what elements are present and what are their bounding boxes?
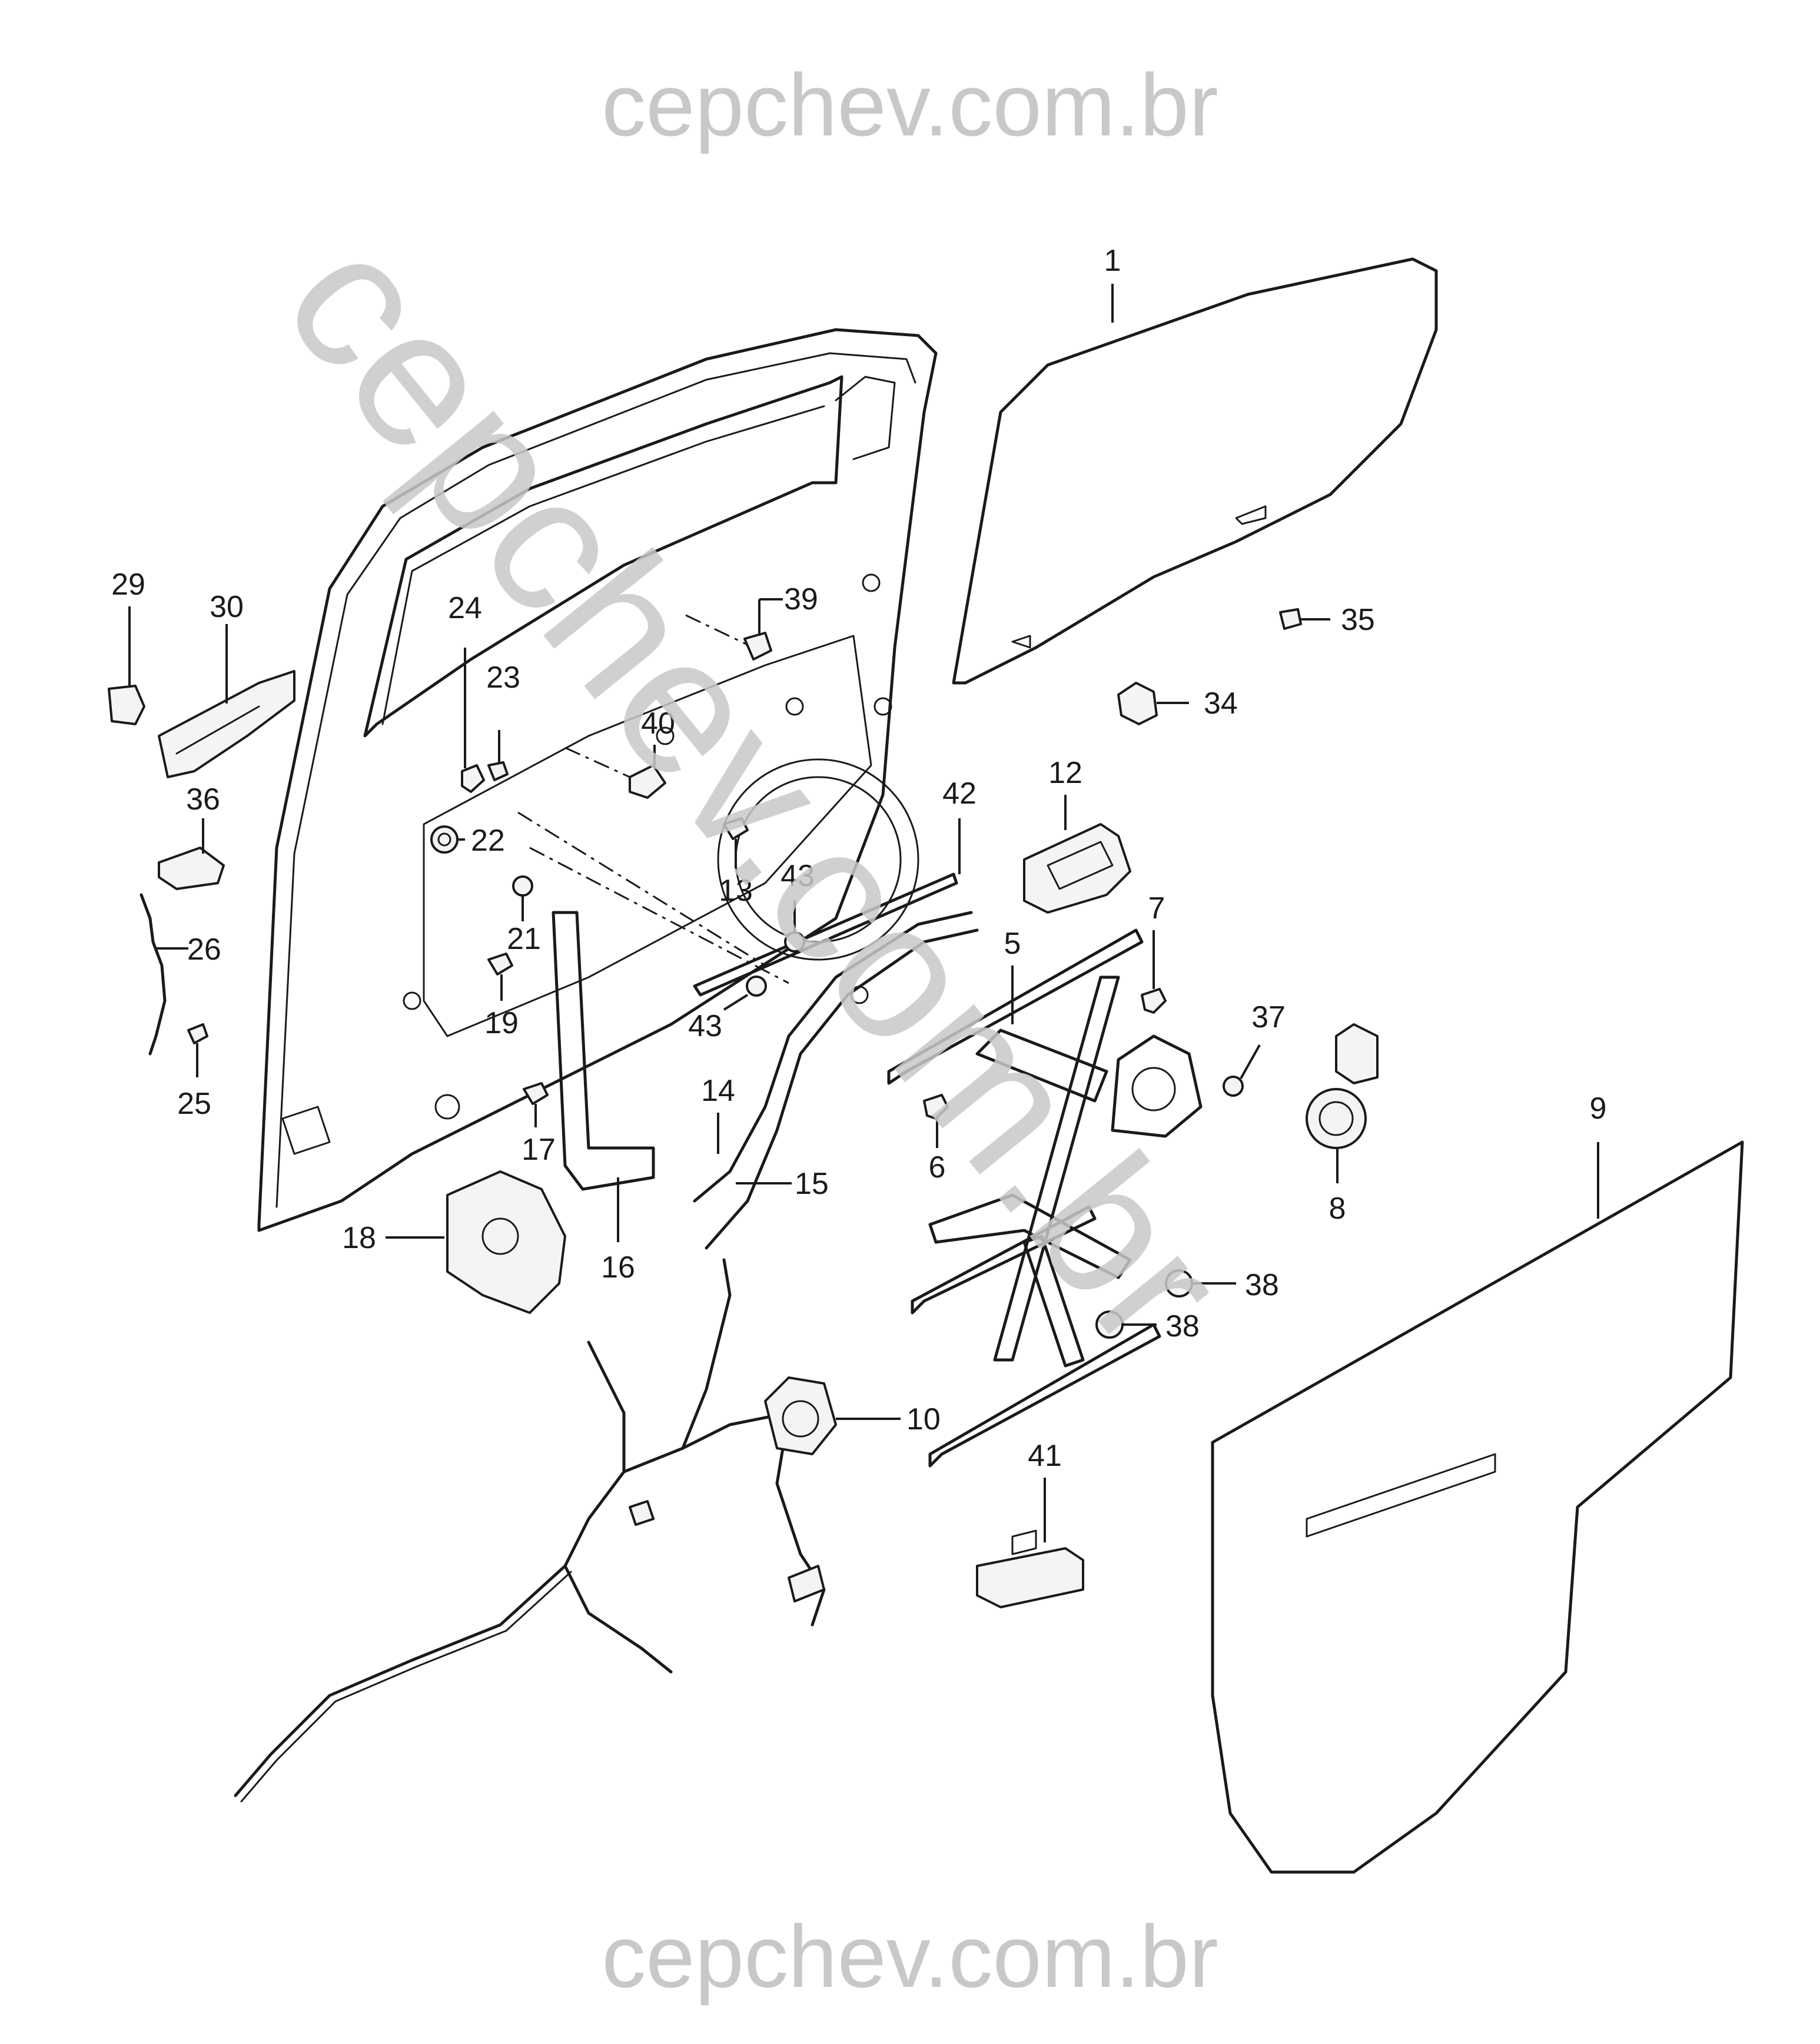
callout-17: 17 bbox=[522, 1133, 556, 1167]
part-window-motor: 8 bbox=[1306, 1023, 1379, 1226]
part-grommet-21: 21 bbox=[507, 875, 541, 956]
callout-7: 7 bbox=[1148, 891, 1165, 925]
callout-12: 12 bbox=[1048, 756, 1082, 790]
part-plug-24: 24 bbox=[448, 591, 485, 793]
part-lock-cylinder: 29 bbox=[108, 568, 145, 725]
callout-37: 37 bbox=[1251, 1000, 1286, 1034]
part-clip-23: 23 bbox=[486, 661, 520, 781]
callout-35: 35 bbox=[1341, 603, 1375, 637]
callout-23: 23 bbox=[486, 661, 520, 695]
callout-38b: 38 bbox=[1165, 1309, 1200, 1343]
callout-14: 14 bbox=[701, 1074, 735, 1108]
part-nut-38a: 38 bbox=[1165, 1268, 1279, 1302]
part-bolt-7: 7 bbox=[1141, 891, 1167, 1014]
part-clip-13: 13 bbox=[719, 817, 753, 908]
part-inside-handle: 12 bbox=[1023, 756, 1131, 914]
callout-16: 16 bbox=[601, 1250, 635, 1285]
callout-38a: 38 bbox=[1245, 1268, 1279, 1302]
watermark-diagonal: cepchev.com.br bbox=[244, 195, 1267, 1388]
callout-22: 22 bbox=[471, 824, 505, 858]
part-glass-channel: 16 bbox=[552, 911, 655, 1285]
callout-1: 1 bbox=[1104, 244, 1121, 278]
callout-19: 19 bbox=[484, 1006, 519, 1040]
part-seal-40: 40 bbox=[629, 706, 675, 799]
callout-43a: 43 bbox=[781, 859, 815, 893]
part-clip-39: 39 bbox=[743, 582, 818, 661]
callout-25: 25 bbox=[177, 1087, 211, 1121]
part-bolt-43a: 43 bbox=[781, 859, 815, 953]
part-window-glass: 1 bbox=[952, 244, 1438, 685]
part-clip-19: 19 bbox=[484, 953, 519, 1040]
callout-40: 40 bbox=[641, 706, 675, 741]
watermark-top: cepchev.com.br bbox=[602, 55, 1218, 154]
door-inner-panel bbox=[257, 328, 938, 1232]
part-bracket-36: 36 bbox=[158, 782, 225, 890]
callout-8: 8 bbox=[1329, 1192, 1346, 1226]
part-rail-42: 42 bbox=[693, 777, 977, 997]
callout-29: 29 bbox=[111, 568, 145, 602]
callout-36: 36 bbox=[186, 782, 220, 817]
callout-6: 6 bbox=[929, 1150, 946, 1184]
callout-26: 26 bbox=[187, 933, 221, 967]
callout-13: 13 bbox=[719, 874, 753, 908]
callout-18: 18 bbox=[342, 1221, 376, 1255]
part-module-41: 41 bbox=[976, 1439, 1084, 1608]
callout-39: 39 bbox=[784, 582, 818, 616]
part-grommet-22: 22 bbox=[430, 824, 505, 858]
part-bolt-43b: 43 bbox=[688, 975, 767, 1043]
watermark-bottom: cepchev.com.br bbox=[602, 1907, 1218, 2006]
part-window-regulator: 5 bbox=[887, 927, 1203, 1468]
part-clip-35: 35 bbox=[1279, 603, 1375, 637]
part-nut-38b: 38 bbox=[1095, 1309, 1200, 1343]
callout-15: 15 bbox=[795, 1167, 829, 1201]
callout-10: 10 bbox=[906, 1402, 941, 1436]
part-clip-17: 17 bbox=[522, 1082, 556, 1167]
callout-5: 5 bbox=[1004, 927, 1021, 961]
callout-24: 24 bbox=[448, 591, 482, 625]
callout-9: 9 bbox=[1590, 1091, 1607, 1126]
callout-41: 41 bbox=[1028, 1439, 1062, 1473]
callout-21: 21 bbox=[507, 922, 541, 956]
part-nut-37: 37 bbox=[1223, 1000, 1286, 1097]
part-outside-handle: 30 bbox=[158, 590, 295, 778]
part-lock-rod: 26 bbox=[140, 893, 221, 1056]
part-screw-25: 25 bbox=[177, 1023, 211, 1121]
part-trim-sheet: 9 bbox=[1211, 1091, 1744, 1874]
callout-34: 34 bbox=[1204, 686, 1238, 721]
assembly-lines bbox=[517, 614, 789, 984]
part-bolt-6: 6 bbox=[923, 1094, 949, 1184]
callout-42: 42 bbox=[942, 777, 977, 811]
part-door-lock: 18 bbox=[342, 1170, 566, 1314]
callout-30: 30 bbox=[210, 590, 244, 624]
part-wiring-harness: 10 bbox=[234, 1258, 941, 1803]
part-cables: 14 15 bbox=[693, 911, 979, 1250]
callout-43b: 43 bbox=[688, 1009, 722, 1043]
part-grommet-34: 34 bbox=[1117, 682, 1238, 725]
